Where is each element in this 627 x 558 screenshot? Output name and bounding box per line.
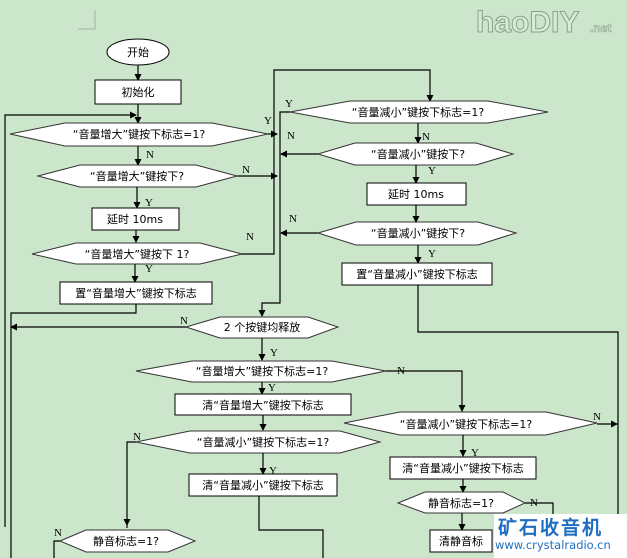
label-yes: Y: [285, 98, 293, 110]
label-no: N: [54, 527, 62, 539]
node-up-set-flag: 置“音量增大”键按下标志: [59, 281, 213, 305]
svg-text:“音量增大”键按下 1?: “音量增大”键按下 1?: [85, 247, 190, 261]
label-no: N: [289, 213, 297, 225]
node-down-delay: 延时 10ms: [366, 182, 467, 206]
label-no: N: [246, 231, 254, 243]
node-up-delay: 延时 10ms: [91, 207, 180, 231]
label-no: N: [422, 131, 430, 143]
svg-text:清静音标: 清静音标: [439, 534, 483, 548]
node-down-flag-check: “音量减小”键按下标志=1?: [289, 100, 549, 124]
watermark-url: www.crystalradio.cn: [495, 538, 611, 552]
svg-text:延时 10ms: 延时 10ms: [107, 213, 163, 226]
svg-text:“音量减小”键按下?: “音量减小”键按下?: [371, 226, 465, 240]
svg-text:“音量增大”键按下标志=1?: “音量增大”键按下标志=1?: [73, 127, 206, 141]
svg-text:静音标志=1?: 静音标志=1?: [93, 534, 159, 548]
svg-text:清“音量减小”键按下标志: 清“音量减小”键按下标志: [402, 461, 523, 475]
label-yes: Y: [428, 248, 436, 260]
label-no: N: [133, 431, 141, 443]
node-mute-check-left: 静音标志=1?: [58, 529, 197, 553]
svg-text:静音标志=1?: 静音标志=1?: [428, 496, 494, 510]
node-up-flag-check2: “音量增大”键按下标志=1?: [135, 360, 387, 383]
edge: [258, 496, 324, 558]
node-mute-check-right: 静音标志=1?: [396, 491, 527, 514]
svg-text:“音量增大”键按下?: “音量增大”键按下?: [90, 169, 184, 183]
node-down-set-flag: 置“音量减小”键按下标志: [341, 262, 493, 286]
svg-text:开始: 开始: [127, 45, 149, 59]
watermark-background: [494, 514, 627, 558]
svg-text:“音量减小”键按下标志=1?: “音量减小”键按下标志=1?: [352, 105, 485, 119]
node-down-pressed-again: “音量减小”键按下?: [316, 221, 518, 246]
svg-text:“音量减小”键按下标志=1?: “音量减小”键按下标志=1?: [197, 435, 330, 449]
node-down-pressed: “音量减小”键按下?: [316, 142, 515, 166]
label-no: N: [242, 164, 250, 176]
node-down-clear-flag-left: 清“音量减小”键按下标志: [188, 473, 338, 497]
label-yes: Y: [428, 165, 436, 177]
svg-text:“音量增大”键按下标志=1?: “音量增大”键按下标志=1?: [196, 364, 329, 378]
svg-text:清“音量增大”键按下标志: 清“音量增大”键按下标志: [202, 398, 323, 412]
edge-loop: [4, 111, 137, 527]
label-yes: Y: [471, 447, 479, 459]
node-down-flag-check2-left: “音量减小”键按下标志=1?: [135, 430, 382, 454]
label-yes: Y: [145, 263, 153, 275]
node-up-clear-flag: 清“音量增大”键按下标志: [174, 393, 352, 416]
node-up-pressed-again: “音量增大”键按下 1?: [31, 242, 243, 265]
node-up-pressed: “音量增大”键按下?: [36, 164, 239, 188]
label-no: N: [146, 149, 154, 161]
edge: [242, 69, 434, 255]
edge: [53, 540, 60, 558]
edge: [123, 441, 136, 526]
label-yes: Y: [270, 347, 278, 359]
edge: [258, 111, 290, 317]
label-yes: Y: [268, 382, 276, 394]
label-yes: Y: [269, 465, 277, 477]
node-down-clear-flag-right: 清“音量减小”键按下标志: [389, 456, 537, 480]
watermark-logo-suffix: .net: [590, 21, 611, 35]
watermark-title: 矿石收音机: [498, 517, 604, 539]
svg-text:2 个按键均释放: 2 个按键均释放: [224, 320, 301, 334]
watermark-logo: haoDIY: [476, 6, 579, 39]
label-no: N: [287, 130, 295, 142]
svg-text:清“音量减小”键按下标志: 清“音量减小”键按下标志: [202, 478, 323, 492]
label-no: N: [397, 365, 405, 377]
label-yes: Y: [145, 197, 153, 209]
node-init: 初始化: [94, 79, 182, 105]
page-corner-mark: [78, 10, 96, 30]
svg-text:置“音量增大”键按下标志: 置“音量增大”键按下标志: [75, 286, 196, 300]
edge: [386, 370, 466, 412]
node-up-flag-check: “音量增大”键按下标志=1?: [9, 122, 269, 147]
svg-text:延时 10ms: 延时 10ms: [388, 188, 444, 201]
svg-text:“音量减小”键按下标志=1?: “音量减小”键按下标志=1?: [400, 417, 533, 431]
node-down-flag-check2-right: “音量减小”键按下标志=1?: [343, 411, 598, 436]
edge: [10, 304, 137, 558]
svg-text:初始化: 初始化: [122, 85, 155, 99]
node-start: 开始: [106, 38, 170, 66]
svg-text:“音量减小”键按下?: “音量减小”键按下?: [371, 147, 465, 161]
node-mute-clear: 清静音标: [429, 529, 493, 553]
svg-text:置“音量减小”键按下标志: 置“音量减小”键按下标志: [356, 267, 477, 281]
label-yes: Y: [264, 115, 272, 127]
node-both-released: 2 个按键均释放: [184, 316, 340, 339]
label-no: N: [530, 497, 538, 509]
label-no: N: [180, 315, 188, 327]
edge: [417, 285, 619, 558]
label-no: N: [593, 411, 601, 423]
